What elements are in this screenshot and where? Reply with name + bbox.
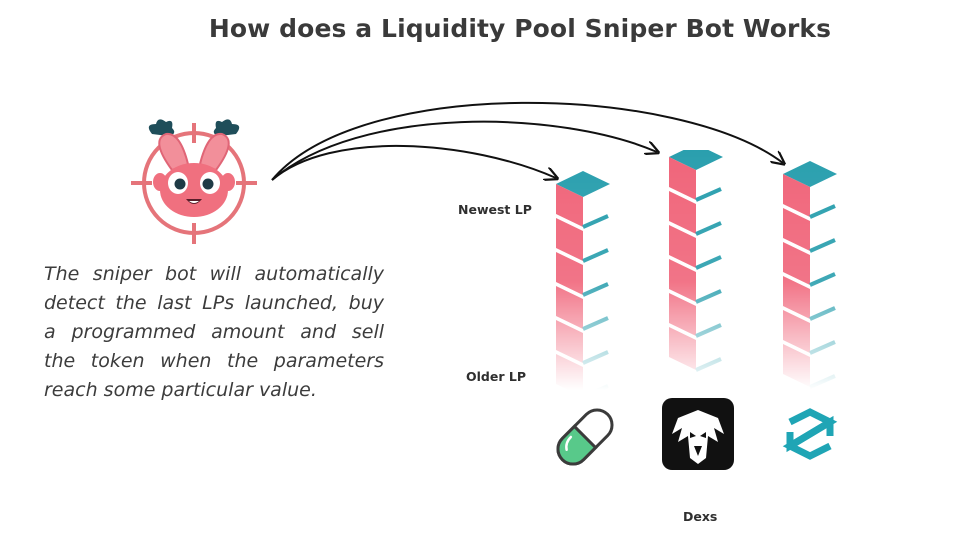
lp-block-edge [582,282,609,297]
lp-block [556,286,583,329]
lp-block [669,225,696,268]
lp-block-edge [695,255,722,270]
lp-block-edge [695,221,722,236]
lp-block-edge [809,272,836,287]
lp-block [556,184,583,227]
lp-block-edge [582,350,609,365]
dexs-label: Dexs [683,509,718,524]
dydx-icon [782,408,838,460]
page-title: How does a Liquidity Pool Sniper Bot Wor… [208,14,832,43]
lp-block-edge [695,357,722,372]
description-line: detect the last LPs launched, buy [44,292,384,314]
lp-block-edge [809,374,836,389]
lp-block-edge [809,204,836,219]
description-text: The sniper bot will automatically detect… [44,260,384,405]
older-lp-label: Older LP [466,369,526,384]
lp-block-edge [582,316,609,331]
lp-block [556,320,583,363]
lp-block [783,344,810,387]
lp-block [669,293,696,336]
lp-block [783,242,810,285]
lp-block-edge [809,238,836,253]
description-line: a programmed amount and sell [44,321,384,343]
lp-block-edge [582,248,609,263]
lp-block-edge [695,187,722,202]
lp-block-edge [695,289,722,304]
lp-block [783,310,810,353]
arrow-to-column-2 [271,120,657,181]
description-line: reach some particular value. [44,379,317,401]
lp-column [556,171,610,399]
description-line: the token when the parameters [44,350,384,372]
arrow-to-column-3 [271,101,783,181]
lp-block [783,208,810,251]
lp-block [669,327,696,370]
lp-block [556,354,583,397]
sniper-bot-mascot-icon [131,119,257,244]
lp-column [783,161,837,389]
lp-block-edge [582,214,609,229]
newest-lp-label: Newest LP [458,202,532,217]
lp-columns [556,144,837,399]
lp-column [669,144,723,372]
lp-block-edge [809,340,836,355]
lp-block [669,191,696,234]
lp-block [783,276,810,319]
lp-block [669,259,696,302]
pancakeswap-pill-icon [556,408,614,466]
arrows [271,101,783,181]
lp-block [556,252,583,295]
lp-block-edge [695,323,722,338]
lp-block [783,174,810,217]
description-line: The sniper bot will automatically [44,263,384,285]
lp-block-edge [582,384,609,399]
lp-block-edge [809,306,836,321]
eagle-icon [662,398,734,470]
lp-block [556,218,583,261]
arrow-to-column-1 [271,145,556,180]
lp-block [669,157,696,200]
